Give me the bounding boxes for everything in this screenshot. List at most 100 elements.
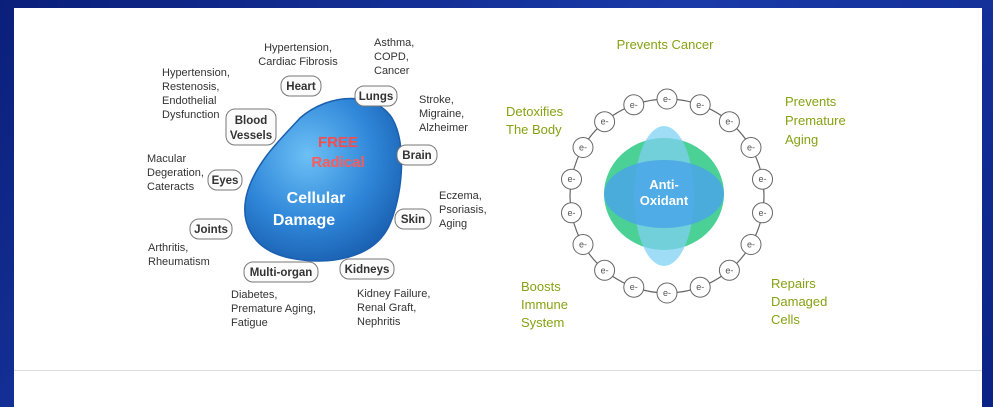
note-kidneys: Kidney Failure, Renal Graft, Nephritis bbox=[357, 288, 430, 328]
electron: e- bbox=[718, 111, 740, 133]
organ-lungs: Lungs bbox=[354, 85, 398, 107]
note-eyes: Macular Degeration, Cateracts bbox=[147, 153, 204, 193]
electron-circle bbox=[623, 94, 645, 116]
benefit-immune-1: Boosts bbox=[521, 279, 561, 294]
benefit-repairs-2: Damaged bbox=[771, 294, 827, 309]
note-kidneys-3: Nephritis bbox=[357, 316, 401, 328]
electron: e- bbox=[623, 276, 645, 298]
electron-label: e- bbox=[663, 94, 671, 104]
benefit-prevents-cancer: Prevents Cancer bbox=[617, 37, 714, 52]
electron-label: e- bbox=[696, 282, 704, 292]
organ-eyes-label: Eyes bbox=[212, 175, 239, 187]
electron: e- bbox=[752, 168, 773, 190]
electron-label: e- bbox=[630, 100, 638, 110]
electron-label: e- bbox=[663, 288, 671, 298]
electron: e- bbox=[572, 137, 594, 158]
organ-multi-label: Multi-organ bbox=[250, 267, 313, 279]
blob-text-cellular: Cellular bbox=[287, 190, 346, 207]
note-skin-2: Psoriasis, bbox=[439, 204, 487, 216]
benefit-detoxifies: Detoxifies The Body bbox=[506, 104, 564, 137]
note-heart-2: Cardiac Fibrosis bbox=[258, 56, 338, 68]
content-panel bbox=[14, 8, 982, 407]
electron: e- bbox=[561, 168, 582, 190]
benefit-repairs-3: Cells bbox=[771, 312, 800, 327]
note-brain-3: Alzheimer bbox=[419, 122, 468, 134]
note-joints-1: Arthritis, bbox=[148, 242, 188, 254]
benefit-repairs-1: Repairs bbox=[771, 276, 816, 291]
note-heart-1: Hypertension, bbox=[264, 42, 332, 54]
note-skin: Eczema, Psoriasis, Aging bbox=[439, 190, 487, 230]
benefit-immune-3: System bbox=[521, 315, 564, 330]
benefit-aging-3: Aging bbox=[785, 132, 818, 147]
blob-text-radical: Radical bbox=[311, 154, 364, 171]
antioxidant-horizontal-ellipse bbox=[604, 160, 724, 228]
benefit-aging-2: Premature bbox=[785, 113, 846, 128]
note-blood: Hypertension, Restenosis, Endothelial Dy… bbox=[162, 67, 230, 121]
electron: e- bbox=[572, 234, 594, 255]
organ-lungs-label: Lungs bbox=[359, 91, 394, 103]
benefit-boosts-immune: Boosts Immune System bbox=[521, 279, 568, 330]
electron: e- bbox=[718, 259, 740, 281]
benefit-aging-1: Prevents bbox=[785, 94, 837, 109]
organ-multi-organ: Multi-organ bbox=[243, 261, 319, 283]
note-joints: Arthritis, Rheumatism bbox=[148, 242, 210, 268]
electron: e- bbox=[740, 234, 762, 255]
note-eyes-1: Macular bbox=[147, 153, 186, 165]
electron: e- bbox=[623, 94, 645, 116]
note-blood-3: Endothelial bbox=[162, 95, 216, 107]
electron-label: e- bbox=[725, 265, 733, 275]
organ-brain: Brain bbox=[396, 144, 438, 166]
blob-text-free: FREE bbox=[318, 134, 358, 151]
electron: e- bbox=[594, 259, 616, 281]
organ-eyes: Eyes bbox=[207, 169, 243, 191]
electron-label: e- bbox=[747, 143, 755, 153]
note-lungs-1: Asthma, bbox=[374, 37, 414, 49]
electron: e- bbox=[594, 111, 616, 133]
note-skin-1: Eczema, bbox=[439, 190, 482, 202]
antioxidant-core: Anti- Oxidant bbox=[604, 126, 724, 266]
electron-circle bbox=[594, 111, 616, 133]
electron: e- bbox=[656, 88, 678, 110]
electron-label: e- bbox=[725, 117, 733, 127]
note-skin-3: Aging bbox=[439, 218, 467, 230]
electron-circle bbox=[752, 202, 773, 224]
benefit-prevents-aging: Prevents Premature Aging bbox=[785, 94, 846, 147]
organ-blood-label-1: Blood bbox=[235, 115, 268, 127]
electron-label: e- bbox=[579, 143, 587, 153]
electron-label: e- bbox=[567, 174, 575, 184]
electron-label: e- bbox=[630, 282, 638, 292]
organ-kidneys-label: Kidneys bbox=[345, 264, 390, 276]
note-eyes-3: Cateracts bbox=[147, 181, 195, 193]
electron-circle bbox=[718, 259, 740, 281]
organ-joints: Joints bbox=[189, 218, 233, 240]
note-lungs-2: COPD, bbox=[374, 51, 409, 63]
benefit-detox-1: Detoxifies bbox=[506, 104, 564, 119]
electron-label: e- bbox=[696, 100, 704, 110]
note-heart: Hypertension, Cardiac Fibrosis bbox=[258, 42, 338, 68]
free-radical-blob: FREE Radical Cellular Damage bbox=[244, 97, 403, 262]
electron-circle bbox=[623, 276, 645, 298]
benefit-detox-2: The Body bbox=[506, 122, 562, 137]
electron-label: e- bbox=[747, 240, 755, 250]
electron-circle bbox=[656, 282, 678, 304]
electron: e- bbox=[740, 137, 762, 158]
electron-label: e- bbox=[758, 208, 766, 218]
electron-label: e- bbox=[567, 208, 575, 218]
electron-circle bbox=[689, 94, 711, 116]
note-blood-4: Dysfunction bbox=[162, 109, 219, 121]
electron: e- bbox=[561, 202, 582, 224]
electron-circle bbox=[572, 137, 594, 158]
electron-circle bbox=[689, 276, 711, 298]
organ-joints-label: Joints bbox=[194, 224, 228, 236]
organ-kidneys: Kidneys bbox=[339, 258, 395, 280]
electron-label: e- bbox=[579, 240, 587, 250]
note-kidneys-1: Kidney Failure, bbox=[357, 288, 430, 300]
organ-skin: Skin bbox=[394, 208, 432, 230]
note-multi-1: Diabetes, bbox=[231, 289, 277, 301]
note-joints-2: Rheumatism bbox=[148, 256, 210, 268]
electron-label: e- bbox=[758, 174, 766, 184]
blob-text-damage: Damage bbox=[273, 212, 335, 229]
organ-skin-label: Skin bbox=[401, 214, 425, 226]
electrons-group: e-e-e-e-e-e-e-e-e-e-e-e-e-e-e-e-e-e- bbox=[561, 88, 773, 304]
